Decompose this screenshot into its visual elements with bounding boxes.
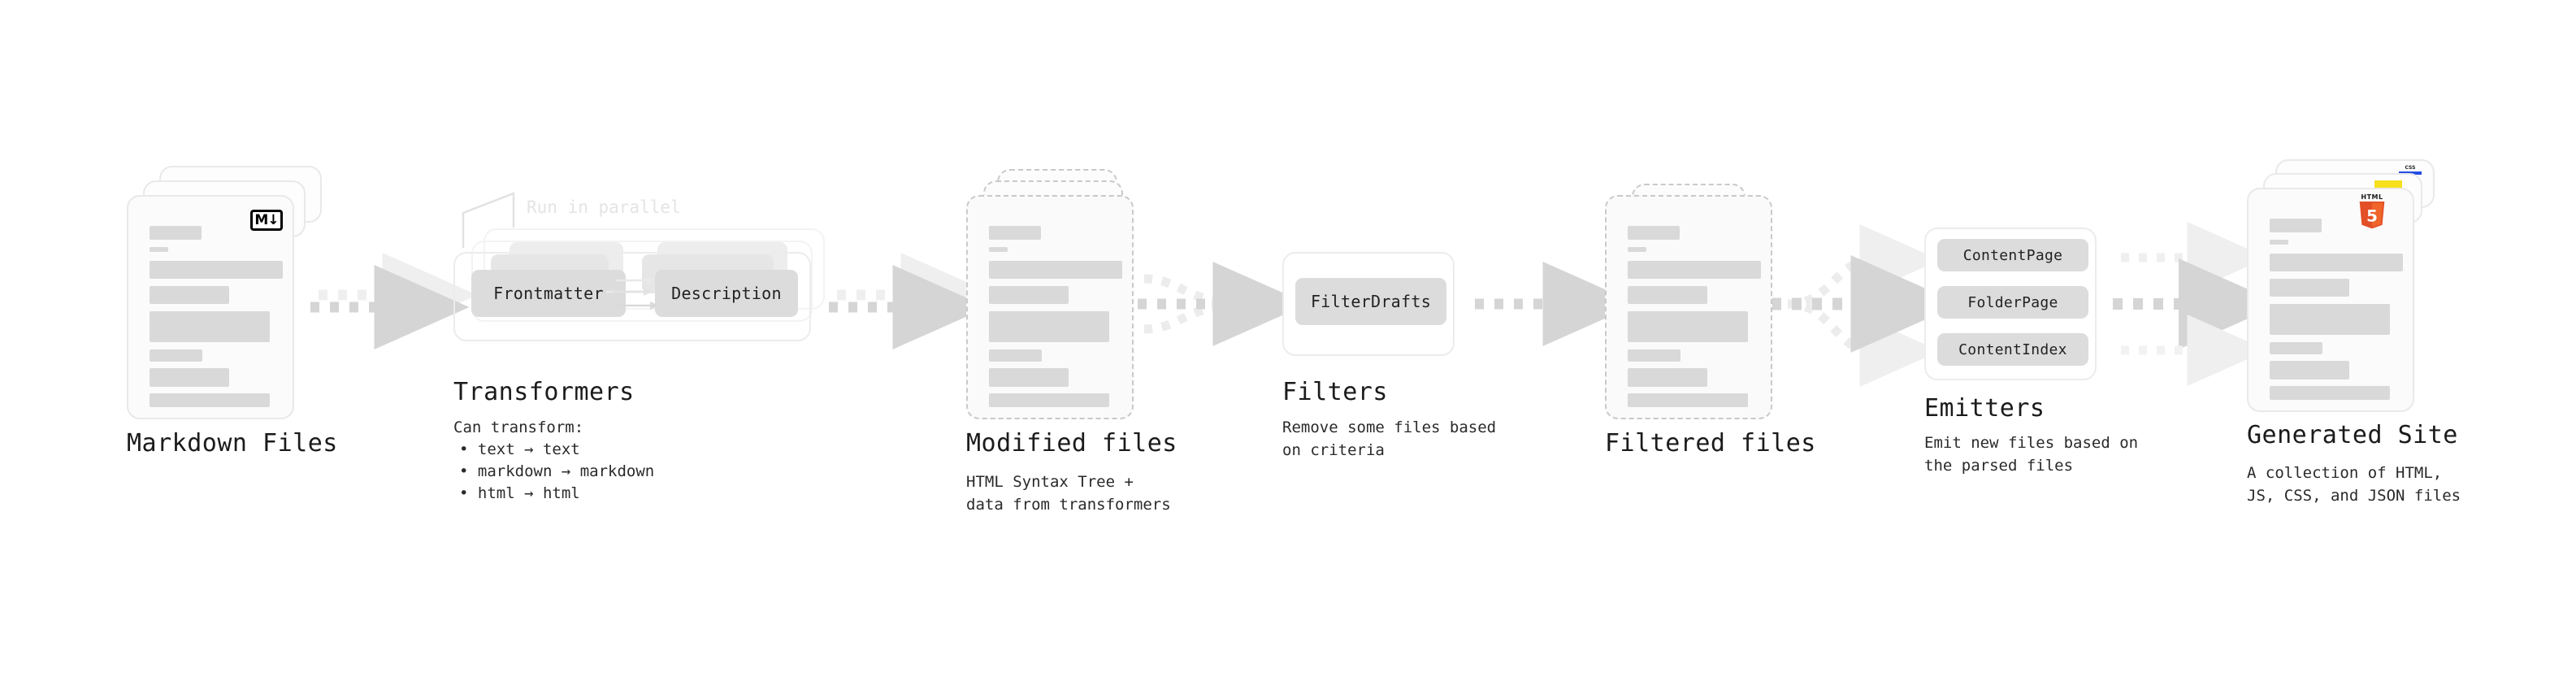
transformer-group-front: Frontmatter Description [453, 252, 811, 341]
emitters-desc-2: the parsed files [1924, 457, 2074, 475]
filters-desc-2: on criteria [1282, 441, 1385, 459]
markdown-card-front [127, 195, 294, 419]
filter-pill-filterdrafts[interactable]: FilterDrafts [1295, 278, 1446, 325]
site-card-front [2247, 188, 2414, 412]
arrow-filtered-to-emitters [1772, 224, 1961, 387]
transformers-desc-line: Can transform: [453, 419, 584, 436]
emitter-pill-folderpage[interactable]: FolderPage [1937, 286, 2088, 319]
transformers-bullet-2: • markdown → markdown [459, 462, 655, 480]
transformers-bullet-3: • html → html [459, 484, 580, 502]
filters-title: Filters [1282, 378, 1388, 406]
emitters-group: ContentPage FolderPage ContentIndex [1924, 228, 2097, 380]
arrow-modified-to-filters [1138, 262, 1308, 346]
filtered-card-front [1605, 195, 1772, 419]
arrow-markdown-to-transformers [310, 253, 478, 349]
modified-files-desc-2: data from transformers [966, 496, 1171, 514]
markdown-icon-label: M [254, 211, 268, 228]
modified-card-front [966, 195, 1134, 419]
arrow-emitters-to-site [2113, 222, 2281, 386]
arrow-transformers-to-modified [829, 253, 996, 349]
html5-icon-shield: 5 [2359, 202, 2385, 229]
markdown-files-title: Markdown Files [127, 429, 338, 458]
modified-files-title: Modified files [966, 429, 1177, 458]
transformers-bullet-1-text: text → text [477, 440, 580, 458]
transformer-pill-description[interactable]: Description [655, 270, 798, 317]
filters-desc-1: Remove some files based [1282, 419, 1497, 436]
generated-site-title: Generated Site [2247, 421, 2458, 449]
transformer-pill-frontmatter[interactable]: Frontmatter [471, 270, 626, 317]
transformers-bullet-2-text: markdown → markdown [477, 462, 655, 480]
generated-site-desc-2: JS, CSS, and JSON files [2247, 487, 2461, 505]
css3-icon-label: CSS [2405, 165, 2416, 171]
modified-files-desc-1: HTML Syntax Tree + [966, 473, 1134, 491]
filters-group: FilterDrafts [1282, 252, 1455, 356]
run-in-parallel-label: Run in parallel [527, 197, 681, 217]
emitters-desc-1: Emit new files based on [1924, 434, 2139, 452]
transformers-bullet-1: • text → text [459, 440, 580, 458]
transformers-title: Transformers [453, 378, 635, 406]
emitters-title: Emitters [1924, 394, 2045, 423]
emitter-pill-contentindex[interactable]: ContentIndex [1937, 333, 2088, 366]
emitter-pill-contentpage[interactable]: ContentPage [1937, 239, 2088, 271]
generated-site-desc-1: A collection of HTML, [2247, 464, 2443, 482]
svg-text:5: 5 [2366, 206, 2378, 225]
html5-icon: HTML 5 [2356, 193, 2388, 231]
filtered-files-title: Filtered files [1605, 429, 1816, 458]
html5-icon-label: HTML [2361, 193, 2383, 201]
transformers-bullet-3-text: html → html [477, 484, 580, 502]
markdown-icon: M↓ [250, 210, 283, 231]
